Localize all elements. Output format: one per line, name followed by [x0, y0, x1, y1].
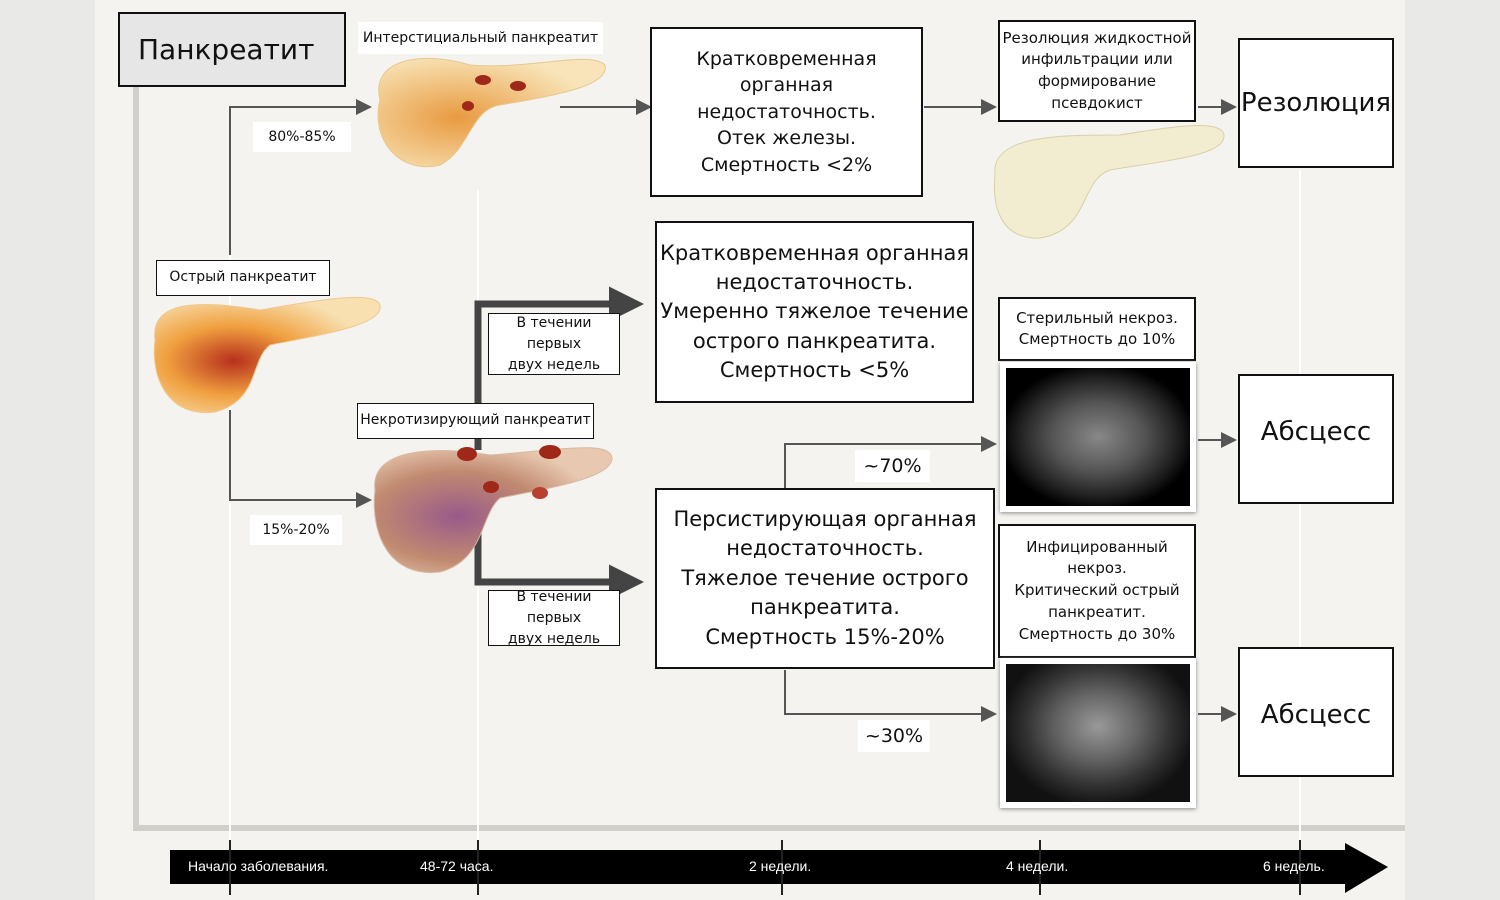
- pancreas-resolved-illustration: [993, 125, 1225, 239]
- line: Кратковременная органная: [660, 240, 969, 265]
- line: недостаточность.: [726, 536, 924, 561]
- line: некроз.: [1067, 559, 1127, 578]
- label-interstitial: Интерстициальный панкреатит: [358, 22, 603, 54]
- timeline-label-4-weeks: 4 недели.: [1006, 858, 1069, 874]
- label-acute: Острый панкреатит: [156, 260, 330, 296]
- line: панкреатит.: [1048, 602, 1146, 621]
- outcome-abscess-2: Абсцесс: [1238, 647, 1394, 777]
- line: Тяжелое течение острого: [681, 565, 969, 590]
- line: инфильтрации или: [1021, 50, 1173, 69]
- box-persistent: Персистирующая органная недостаточность. Т…: [655, 488, 995, 669]
- box-sterile-necrosis: Стерильный некроз. Смертность до 10%: [998, 297, 1196, 361]
- line: Смертность 15%-20%: [705, 624, 945, 649]
- timeline-label-2-weeks: 2 недели.: [749, 858, 812, 874]
- label-pct-30: ~30%: [858, 720, 930, 752]
- line: В течении первых: [516, 314, 592, 352]
- line: Отек железы.: [716, 127, 856, 150]
- box-transient-moderate: Кратковременная органная недостаточность.…: [655, 221, 974, 403]
- outcome-resolution: Резолюция: [1238, 38, 1394, 168]
- line: органная: [739, 74, 834, 97]
- line: В течении первых: [516, 588, 592, 626]
- box-infected-necrosis: Инфицированный некроз. Критический острый п…: [998, 524, 1196, 658]
- line: Персистирующая органная: [673, 507, 977, 532]
- ct-scan-infected-image: [1000, 658, 1196, 808]
- line: Смертность <2%: [700, 153, 873, 176]
- box-transient-mild: Кратковременная органная недостаточность. О…: [650, 27, 923, 197]
- outcome-abscess-1: Абсцесс: [1238, 374, 1394, 504]
- timeline-label-48-72h: 48-72 часа.: [420, 858, 494, 874]
- line: Смертность <5%: [719, 358, 910, 383]
- page-title: Панкреатит: [118, 12, 346, 87]
- pancreas-acute-illustration: [153, 296, 381, 414]
- label-within-two-weeks-2: В течении первых двух недель: [488, 588, 620, 647]
- timeline-bar: [170, 840, 1388, 895]
- ct-scan-sterile-image: [1000, 362, 1196, 512]
- line: двух недель: [507, 356, 601, 373]
- timeline-label-6-weeks: 6 недель.: [1263, 858, 1325, 874]
- line: Критический острый: [1014, 581, 1180, 600]
- timeline-label-onset: Начало заболевания.: [188, 858, 329, 874]
- line: Смертность до 30%: [1018, 624, 1176, 643]
- label-pct-interstitial: 80%-85%: [253, 122, 351, 152]
- line: формирование: [1037, 72, 1157, 90]
- pancreas-interstitial-illustration: [377, 57, 606, 168]
- line: недостаточность.: [697, 100, 876, 123]
- box-fluid-resolution: Резолюция жидкостной инфильтрации или форм…: [998, 20, 1196, 122]
- line: Смертность до 10%: [1018, 330, 1176, 348]
- line: двух недель: [507, 630, 601, 647]
- label-within-two-weeks-1: В течении первых двух недель: [488, 313, 620, 375]
- line: панкреатита.: [750, 595, 900, 620]
- line: Стерильный некроз.: [1016, 309, 1178, 327]
- line: острого панкреатита.: [692, 328, 937, 353]
- line: Умеренно тяжелое течение: [660, 299, 969, 324]
- label-pct-necrotizing: 15%-20%: [250, 515, 342, 545]
- label-pct-70: ~70%: [855, 450, 930, 482]
- line: Кратковременная: [696, 47, 877, 70]
- line: недостаточность.: [715, 269, 914, 294]
- pancreas-necrotizing-illustration: [373, 445, 613, 574]
- line: псевдокист: [1051, 93, 1143, 112]
- line: Инфицированный: [1026, 537, 1168, 556]
- line: Резолюция жидкостной: [1002, 28, 1192, 47]
- label-necrotizing: Некротизирующий панкреатит: [357, 403, 594, 439]
